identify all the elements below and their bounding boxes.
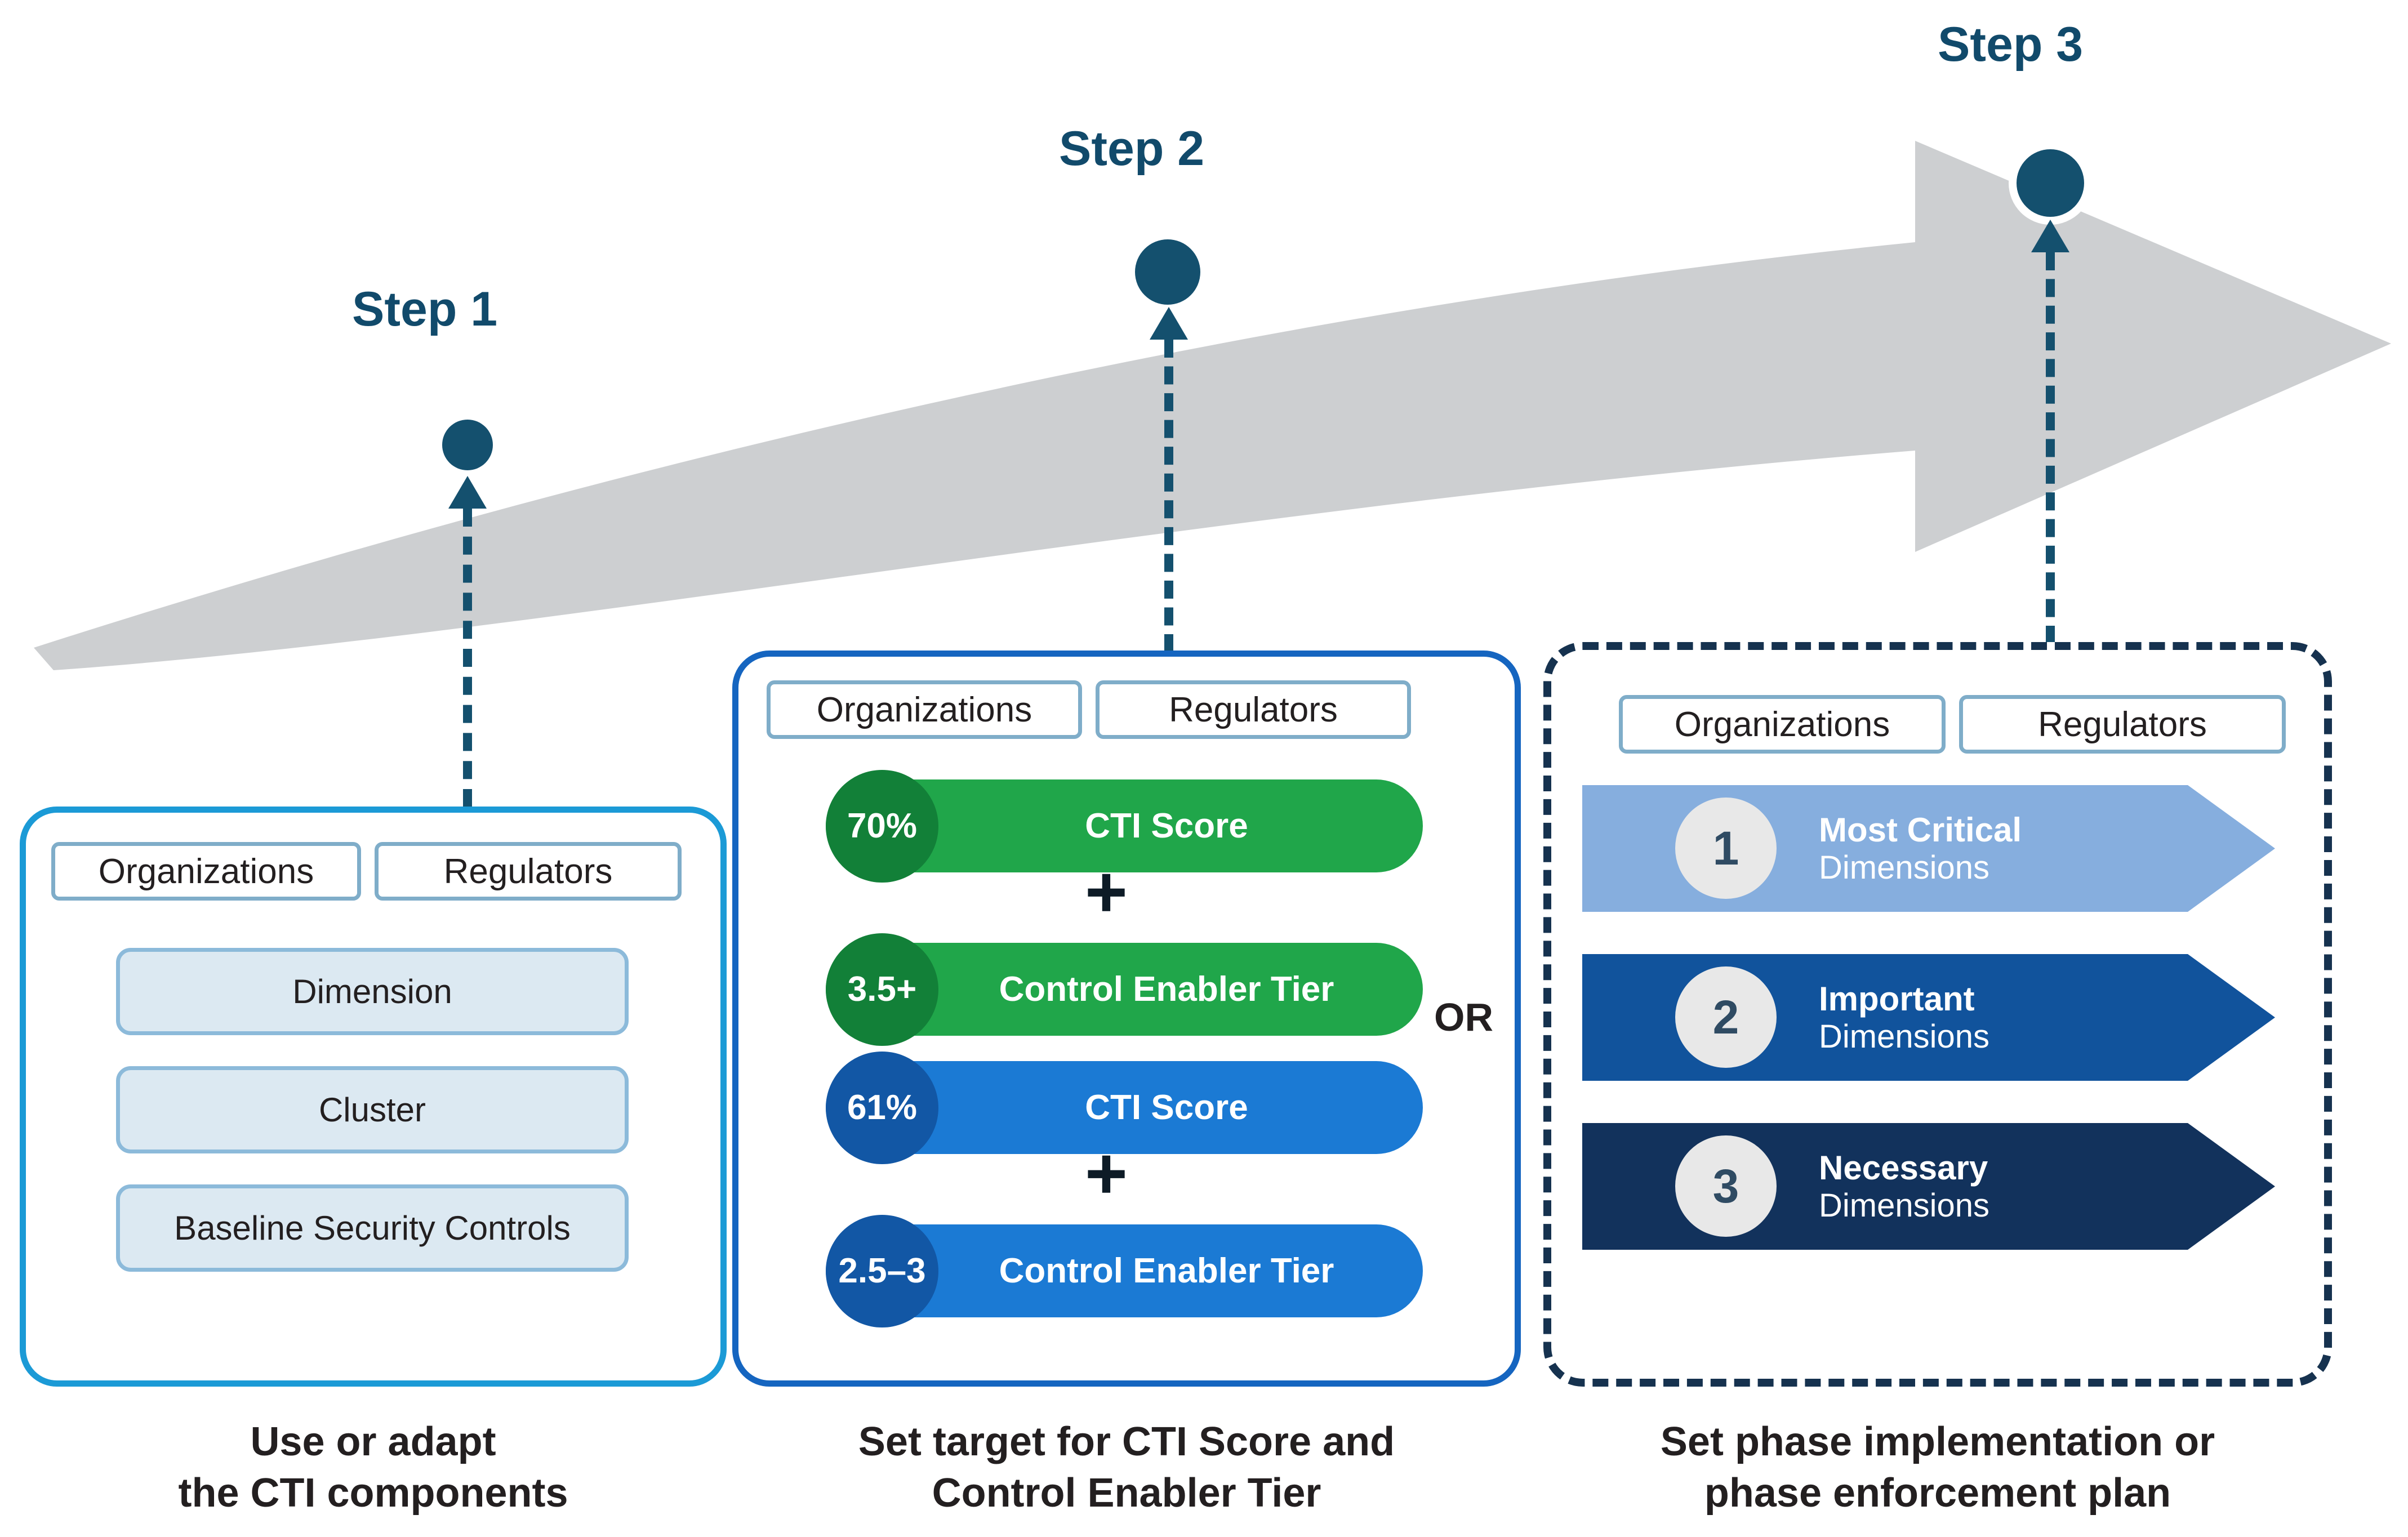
phase-chevron-3[interactable]: 3 Necessary Dimensions [1582, 1123, 2275, 1250]
step-2-label: Step 2 [1059, 122, 1205, 176]
panel-1-component-cluster[interactable]: Cluster [116, 1066, 629, 1153]
phase-title-2: Important [1819, 979, 1975, 1018]
panel-step-1: Organizations Regulators Dimension Clust… [20, 807, 727, 1387]
phase-subtitle-3: Dimensions [1819, 1187, 1989, 1224]
panel-1-component-dimension[interactable]: Dimension [116, 948, 629, 1035]
pill-label-cti-score-green: CTI Score [1085, 807, 1248, 845]
pill-label-control-enabler-tier-blue: Control Enabler Tier [999, 1251, 1334, 1290]
panel-2-chip-regulators[interactable]: Regulators [1096, 680, 1411, 739]
phase-title-3: Necessary [1819, 1148, 1988, 1187]
pill-value-control-enabler-tier-green: 3.5+ [826, 933, 938, 1046]
panel-3-chip-regulators[interactable]: Regulators [1959, 695, 2286, 754]
pill-value-cti-score-blue: 61% [826, 1051, 938, 1164]
panel-3-caption: Set phase implementation or phase enforc… [1543, 1416, 2332, 1518]
panel-1-component-baseline-security-controls[interactable]: Baseline Security Controls [116, 1184, 629, 1272]
pill-label-control-enabler-tier-green: Control Enabler Tier [999, 970, 1334, 1009]
phase-subtitle-2: Dimensions [1819, 1018, 1989, 1055]
phase-number-3: 3 [1675, 1135, 1777, 1237]
pill-value-cti-score-green: 70% [826, 769, 938, 883]
panel-2-chip-organizations[interactable]: Organizations [767, 680, 1082, 739]
connector-step-2 [1129, 307, 1208, 659]
panel-3-chip-organizations[interactable]: Organizations [1619, 695, 1946, 754]
phase-text-1: Most Critical Dimensions [1819, 785, 2022, 912]
phase-chevron-2[interactable]: 2 Important Dimensions [1582, 954, 2275, 1081]
panel-step-2: Organizations Regulators 70% CTI Score +… [732, 651, 1521, 1387]
pill-control-enabler-tier-blue[interactable]: 2.5–3 Control Enabler Tier [826, 1214, 1423, 1327]
panel-1-actor-row: Organizations Regulators [51, 842, 682, 901]
milestone-dot-step-3 [2017, 149, 2084, 217]
pill-cti-score-blue[interactable]: 61% CTI Score [826, 1051, 1423, 1164]
connector-step-3 [2011, 220, 2090, 651]
panel-2-actor-row: Organizations Regulators [767, 680, 1411, 739]
phase-chevron-1[interactable]: 1 Most Critical Dimensions [1582, 785, 2275, 912]
phase-text-3: Necessary Dimensions [1819, 1123, 1989, 1250]
panel-2-caption: Set target for CTI Score and Control Ena… [732, 1416, 1521, 1518]
panel-2-caption-line-2: Control Enabler Tier [932, 1470, 1321, 1516]
phase-number-1: 1 [1675, 798, 1777, 899]
pill-cti-score-green[interactable]: 70% CTI Score [826, 769, 1423, 883]
panel-1-chip-organizations[interactable]: Organizations [51, 842, 361, 901]
panel-2-caption-line-1: Set target for CTI Score and [858, 1419, 1395, 1464]
milestone-dot-step-1 [442, 420, 493, 470]
pill-label-cti-score-blue: CTI Score [1085, 1088, 1248, 1127]
panel-3-actor-row: Organizations Regulators [1619, 695, 2286, 754]
panel-1-caption-line-1: Use or adapt [250, 1419, 496, 1464]
panel-3-caption-line-1: Set phase implementation or [1660, 1419, 2215, 1464]
phase-text-2: Important Dimensions [1819, 954, 1989, 1081]
connector-step-1 [428, 476, 507, 814]
progress-arrow [34, 141, 2391, 670]
panel-1-caption-line-2: the CTI components [178, 1470, 568, 1516]
phase-title-1: Most Critical [1819, 810, 2022, 849]
panel-1-chip-regulators[interactable]: Regulators [375, 842, 682, 901]
phase-number-2: 2 [1675, 966, 1777, 1068]
phase-subtitle-1: Dimensions [1819, 849, 1989, 886]
plus-sign-blue: + [1085, 1132, 1128, 1214]
panel-1-caption: Use or adapt the CTI components [20, 1416, 727, 1518]
step-3-label: Step 3 [1938, 17, 2084, 72]
milestone-dot-step-2 [1135, 239, 1200, 305]
plus-sign-green: + [1085, 850, 1128, 933]
pill-control-enabler-tier-green[interactable]: 3.5+ Control Enabler Tier [826, 933, 1423, 1046]
step-1-label: Step 1 [352, 282, 498, 336]
pill-value-control-enabler-tier-blue: 2.5–3 [826, 1214, 938, 1327]
panel-step-3: Organizations Regulators 1 Most Critical… [1543, 642, 2332, 1387]
panel-3-caption-line-2: phase enforcement plan [1704, 1470, 2171, 1516]
or-label: OR [1434, 995, 1493, 1039]
